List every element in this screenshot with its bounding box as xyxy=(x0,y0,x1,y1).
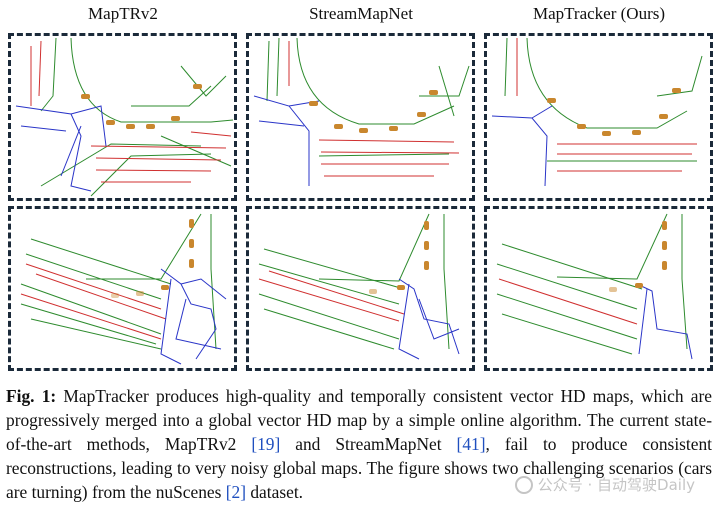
panel-maptrv2-scene-2 xyxy=(8,206,237,371)
citation-link-2[interactable]: [2] xyxy=(226,482,246,502)
map-maptrv2-scene-1 xyxy=(11,36,234,198)
watermark: 公众号 · 自动驾驶Daily xyxy=(515,474,695,495)
map-streammapnet-scene-1 xyxy=(249,36,472,198)
panel-streammapnet-scene-2 xyxy=(246,206,475,371)
caption-text-2: and StreamMapNet xyxy=(280,434,456,454)
column-title-streammapnet: StreamMapNet xyxy=(243,4,479,24)
column-title-maptracker: MapTracker (Ours) xyxy=(481,4,717,24)
map-streammapnet-scene-2 xyxy=(249,209,472,368)
panel-maptracker-scene-1 xyxy=(484,33,713,201)
watermark-text: 公众号 · 自动驾驶Daily xyxy=(538,474,695,495)
citation-link-19[interactable]: [19] xyxy=(251,434,280,454)
caption-label: Fig. 1: xyxy=(6,386,56,406)
panel-maptrv2-scene-1 xyxy=(8,33,237,201)
map-maptrv2-scene-2 xyxy=(11,209,234,368)
map-maptracker-scene-1 xyxy=(487,36,710,198)
column-title-maptrv2: MapTRv2 xyxy=(5,4,241,24)
wechat-logo-icon xyxy=(515,476,533,494)
caption-text-4: dataset. xyxy=(246,482,303,502)
panel-maptracker-scene-2 xyxy=(484,206,713,371)
map-maptracker-scene-2 xyxy=(487,209,710,368)
panel-streammapnet-scene-1 xyxy=(246,33,475,201)
citation-link-41[interactable]: [41] xyxy=(457,434,486,454)
